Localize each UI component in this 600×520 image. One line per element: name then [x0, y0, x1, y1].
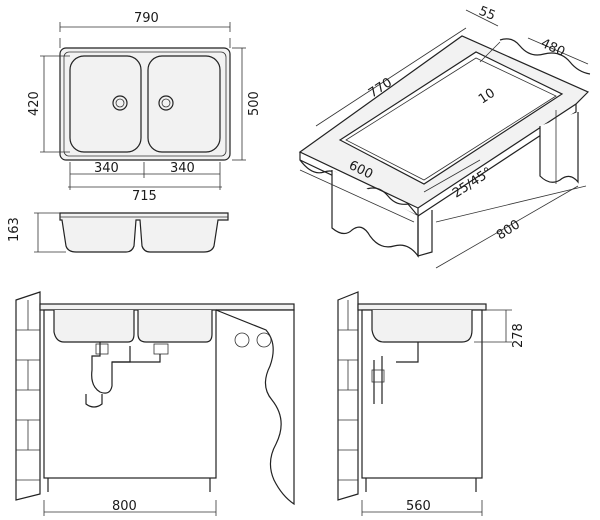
dim-cabinet-width-800: 800	[112, 499, 137, 514]
dimension-lines-front	[43, 500, 217, 516]
dimension-lines-cutout	[299, 9, 589, 269]
side-installation-view	[337, 291, 487, 501]
dim-cabinet-depth-560: 560	[406, 499, 431, 514]
front-installation-view	[15, 291, 295, 506]
dim-margin-55: 55	[477, 4, 498, 24]
dim-bowls-total-715: 715	[132, 189, 157, 204]
dim-height-163: 163	[7, 217, 22, 242]
dim-bowl-left-340: 340	[94, 161, 119, 176]
dim-width-790: 790	[134, 11, 159, 26]
dim-cabinet-800: 800	[494, 217, 523, 243]
dim-bowl-depth-420: 420	[27, 91, 42, 116]
dimension-lines-side-view	[34, 212, 66, 253]
dim-bowl-right-340: 340	[170, 161, 195, 176]
dimension-lines-top-view	[40, 22, 246, 190]
dimension-lines-side	[361, 309, 512, 516]
sink-top-view	[59, 47, 231, 161]
countertop-cutout-isometric	[298, 35, 591, 258]
sink-side-view	[59, 212, 229, 253]
dim-depth-500: 500	[247, 91, 262, 116]
dim-bowl-height-278: 278	[511, 323, 526, 348]
